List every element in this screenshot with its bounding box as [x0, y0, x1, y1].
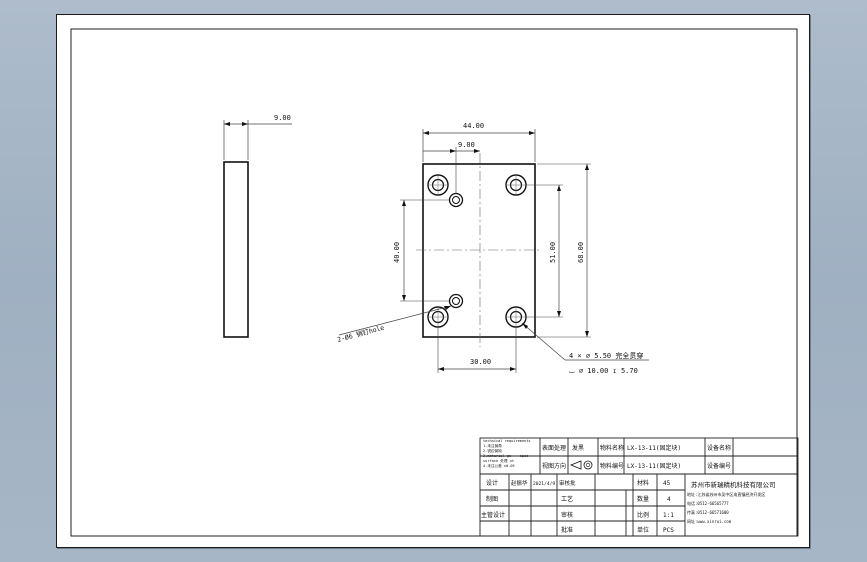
dim-width: 44.00	[463, 122, 484, 130]
scale-value: 1:1	[663, 512, 674, 519]
company-web: 网址:www.xinrui.com	[687, 518, 732, 524]
unit-value: PCS	[663, 527, 674, 534]
dim-hole-offset: 9.00	[458, 141, 475, 149]
drawing-canvas: 9.00	[70, 28, 799, 537]
leader-counterbore	[521, 322, 566, 361]
equip-no-label: 设备编号	[707, 462, 731, 470]
surface-label: 表面处理	[542, 444, 566, 452]
side-view: 9.00	[223, 114, 292, 338]
front-view-outline	[422, 163, 536, 338]
review-label: 审核	[561, 511, 573, 519]
side-view-outline	[223, 161, 249, 338]
projection-symbol-icon	[569, 460, 593, 470]
scale-label: 比例	[637, 511, 649, 519]
dim-hole-spacing-x: 30.00	[470, 358, 491, 366]
company-name: 苏州市新瑞精机科技有限公司	[691, 480, 776, 489]
note-line-1: technical requirements	[483, 439, 531, 443]
qty-value: 4	[667, 496, 671, 503]
callout-counterbore-line2: ⌴ ∅ 10.00 ↧ 5.70	[569, 367, 638, 375]
callout-pin-hole: 2-Ø6 销钉hole	[336, 323, 385, 344]
material-value: LX-13-11(固定块)	[627, 444, 681, 452]
material-no-value: LX-13-11(固定块)	[627, 462, 681, 470]
company-fax: 传真:0512-66571600	[687, 509, 729, 515]
design-label: 设计	[486, 479, 498, 487]
drawing-frame	[70, 28, 798, 537]
counterbore-hole	[427, 306, 449, 328]
chief-designer-label: 主管设计	[481, 511, 505, 519]
counterbore-hole	[427, 174, 449, 196]
dim-hole-spacing-b: 51.00	[549, 242, 557, 263]
projection-label: 视图方向	[542, 462, 566, 470]
front-view: 44.00 9.00 40.00 51.00 68.00 3	[336, 122, 649, 375]
counterbore-hole	[505, 174, 527, 196]
design-rev: 审核批	[559, 479, 576, 487]
equip-name-label: 设备名称	[707, 444, 731, 452]
design-date: 2021/4/9	[533, 481, 555, 487]
note-line-6: 4.未注公差 ±0.05	[483, 463, 515, 468]
title-block-text: technical requirements 1.未注倒角 2.锐边倒钝 3.m…	[481, 439, 776, 534]
drawing-sheet: 9.00	[56, 14, 810, 548]
dim-hole-spacing-a: 40.00	[393, 242, 401, 263]
leader-pin-hole	[338, 305, 452, 336]
design-name: 赵振华	[511, 479, 528, 487]
company-tel: 电话:0512-66565777	[687, 500, 729, 506]
callout-counterbore-line1: 4 × ∅ 5.50 完全贯穿	[569, 351, 643, 360]
approve-label: 批准	[561, 526, 573, 534]
material-label: 物料名称	[600, 444, 624, 452]
company-address: 地址:江苏省苏州市吴中区甪直镇经济开发区	[687, 491, 765, 497]
qty-label: 数量	[637, 495, 649, 503]
note-line-4: 3.material gs -- spec	[483, 454, 528, 458]
material2-value: 45	[663, 480, 671, 487]
material-no-label: 物料编号	[600, 462, 624, 470]
unit-label: 单位	[637, 526, 649, 534]
dim-thickness: 9.00	[274, 114, 291, 122]
dim-height: 68.00	[577, 242, 585, 263]
pin-hole	[448, 293, 464, 309]
process-label: 工艺	[561, 495, 573, 503]
note-line-2: 1.未注倒角	[483, 443, 502, 448]
note-line-5: surface 处理 nt	[483, 458, 514, 463]
title-block	[479, 437, 799, 537]
drafter-label: 制图	[486, 495, 498, 503]
pin-hole	[448, 192, 464, 208]
surface-value: 发黑	[572, 444, 584, 452]
note-line-3: 2.锐边倒钝	[483, 448, 502, 453]
material2-label: 材料	[637, 479, 649, 487]
